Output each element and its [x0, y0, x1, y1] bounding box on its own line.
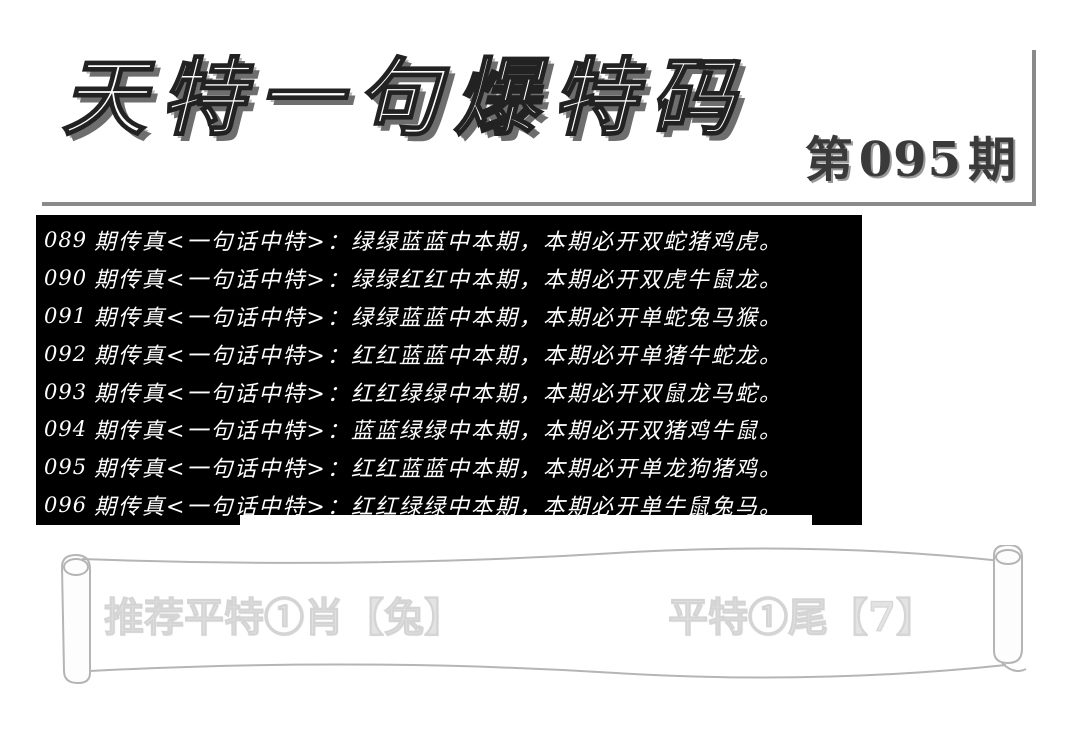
history-row: 089 期传真<一句话中特>：绿绿蓝蓝中本期，本期必开双蛇猪鸡虎。	[44, 221, 864, 259]
history-panel: 089 期传真<一句话中特>：绿绿蓝蓝中本期，本期必开双蛇猪鸡虎。 090 期传…	[36, 215, 862, 525]
period-number: 094	[44, 417, 88, 442]
period-number: 090	[44, 265, 88, 290]
history-row: 094 期传真<一句话中特>：蓝蓝绿绿中本期，本期必开双猪鸡牛鼠。	[44, 410, 864, 448]
history-row: 091 期传真<一句话中特>：绿绿蓝蓝中本期，本期必开单蛇兔马猴。	[44, 297, 864, 335]
recommend-zodiac: 推荐平特①肖【兔】	[104, 594, 465, 642]
history-row: 092 期传真<一句话中特>：红红蓝蓝中本期，本期必开单猪牛蛇龙。	[44, 335, 864, 373]
panel-notch	[240, 515, 812, 527]
prediction-text: 期传真<一句话中特>：红红蓝蓝中本期，本期必开单龙狗猪鸡。	[94, 457, 783, 483]
prediction-text: 期传真<一句话中特>：绿绿蓝蓝中本期，本期必开双蛇猪鸡虎。	[94, 229, 783, 255]
issue-number: 095	[858, 132, 962, 188]
period-number: 091	[44, 303, 88, 328]
recommend-tail: 平特①尾【7】	[668, 594, 937, 642]
history-row: 095 期传真<一句话中特>：红红蓝蓝中本期，本期必开单龙狗猪鸡。	[44, 448, 864, 486]
banner-shadow-bottom	[42, 202, 1036, 206]
prediction-text: 期传真<一句话中特>：红红蓝蓝中本期，本期必开单猪牛蛇龙。	[94, 343, 783, 369]
issue-label: 第	[804, 132, 853, 188]
page-title: 天特一句爆特码	[61, 48, 749, 147]
banner-shadow-right	[1032, 50, 1036, 206]
period-number: 096	[44, 493, 88, 518]
period-number: 089	[44, 227, 88, 252]
prediction-text: 期传真<一句话中特>：蓝蓝绿绿中本期，本期必开双猪鸡牛鼠。	[94, 419, 783, 445]
recommendation-scroll: 推荐平特①肖【兔】 平特①尾【7】	[56, 545, 1030, 690]
issue-suffix: 期	[967, 132, 1016, 188]
prediction-text: 期传真<一句话中特>：绿绿蓝蓝中本期，本期必开单蛇兔马猴。	[94, 305, 783, 331]
prediction-text: 期传真<一句话中特>：红红绿绿中本期，本期必开双鼠龙马蛇。	[94, 381, 783, 407]
history-row: 090 期传真<一句话中特>：绿绿红红中本期，本期必开双虎牛鼠龙。	[44, 259, 864, 297]
period-number: 093	[44, 379, 88, 404]
history-row: 093 期传真<一句话中特>：红红绿绿中本期，本期必开双鼠龙马蛇。	[44, 373, 864, 411]
history-list: 089 期传真<一句话中特>：绿绿蓝蓝中本期，本期必开双蛇猪鸡虎。 090 期传…	[44, 221, 864, 524]
prediction-text: 期传真<一句话中特>：绿绿红红中本期，本期必开双虎牛鼠龙。	[94, 267, 783, 293]
period-number: 095	[44, 455, 88, 480]
scroll-graphic	[60, 545, 1027, 685]
period-number: 092	[44, 341, 88, 366]
